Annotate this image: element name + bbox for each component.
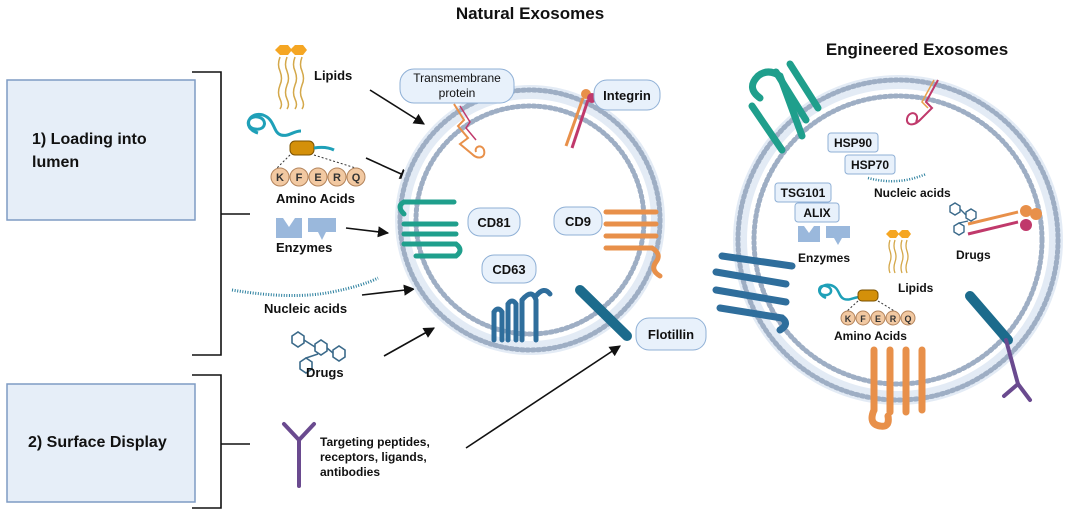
tsg101-label-box: TSG101 — [774, 182, 832, 203]
engineered-exosomes-title: Engineered Exosomes — [826, 40, 1008, 59]
arrow-lipids — [369, 89, 425, 125]
loading-bracket — [192, 71, 250, 356]
integrin-protein — [564, 89, 597, 149]
transmembrane-label-line2: protein — [439, 86, 476, 100]
engineered-flotillin — [965, 291, 1013, 345]
transmembrane-label-box: Transmembrane protein — [399, 68, 515, 104]
engineered-teal-protein — [748, 60, 822, 154]
integrin-label: Integrin — [603, 88, 651, 103]
loading-box — [6, 79, 196, 221]
amino-acids-label: Amino Acids — [276, 191, 355, 206]
cd81-label: CD81 — [477, 215, 510, 230]
amino-acid-chain: K F E R Q — [270, 167, 366, 187]
enzyme-icon — [276, 218, 336, 240]
drugs-label: Drugs — [306, 365, 344, 380]
alix-label: ALIX — [803, 206, 830, 220]
amino-letter: F — [860, 314, 866, 324]
tsg101-label: TSG101 — [781, 186, 826, 200]
amino-letter: R — [890, 314, 897, 324]
engineered-enzymes-label: Enzymes — [798, 251, 850, 265]
targeting-line-3: antibodies — [320, 465, 380, 479]
engineered-lipid-icon — [886, 230, 911, 274]
cd9-label: CD9 — [565, 214, 591, 229]
engineered-integrin — [967, 205, 1042, 236]
cd9-label-box: CD9 — [553, 206, 603, 236]
cargo-arrows — [345, 89, 621, 449]
targeting-antibody-icon — [282, 422, 316, 488]
lipid-icon — [275, 45, 307, 110]
enzymes-label: Enzymes — [276, 240, 332, 255]
engineered-amino-acid-chain: K F E R Q — [840, 310, 916, 326]
surface-bracket — [192, 374, 250, 509]
engineered-nucleic-acid-icon — [867, 172, 927, 183]
surface-display-box — [6, 383, 196, 503]
natural-exosome — [395, 85, 665, 355]
cd9-protein — [603, 209, 663, 279]
arrow-enzymes — [345, 226, 390, 238]
flotillin-protein — [575, 285, 632, 341]
arrow-amino-acids — [365, 157, 412, 179]
flotillin-label: Flotillin — [648, 327, 694, 342]
hsp90-label-box: HSP90 — [827, 132, 879, 153]
loading-label-line1: 1) Loading into — [32, 131, 147, 148]
amino-letter: E — [314, 172, 321, 184]
surface-display-label: 2) Surface Display — [28, 434, 167, 451]
natural-exosomes-title: Natural Exosomes — [456, 4, 604, 23]
amino-letter: K — [276, 172, 284, 184]
integrin-label-box: Integrin — [593, 79, 661, 111]
engineered-blue-protein — [712, 252, 796, 334]
flotillin-label-box: Flotillin — [635, 317, 707, 351]
engineered-nucleic-acids-label: Nucleic acids — [874, 186, 951, 200]
hsp70-label: HSP70 — [851, 158, 889, 172]
transmembrane-protein — [453, 103, 486, 159]
cd81-protein — [397, 199, 463, 259]
nucleic-acid-icon — [231, 276, 379, 298]
amino-letter: Q — [904, 314, 911, 324]
cd63-protein — [491, 288, 553, 343]
transmembrane-label-line1: Transmembrane — [413, 71, 501, 85]
protein-chain-icon — [246, 112, 363, 171]
lipids-label: Lipids — [314, 68, 352, 83]
transmembrane-protein-strand — [459, 105, 477, 141]
engineered-antibody-icon — [1002, 338, 1032, 402]
cd63-label-box: CD63 — [481, 254, 537, 284]
cd63-label: CD63 — [492, 262, 525, 277]
engineered-drug-icon — [949, 202, 977, 236]
hsp70-label-box: HSP70 — [844, 154, 896, 175]
amino-letter: Q — [352, 172, 361, 184]
amino-letter: K — [845, 314, 852, 324]
loading-label-line2: lumen — [32, 154, 79, 171]
engineered-drugs-label: Drugs — [956, 248, 991, 262]
targeting-line-1: Targeting peptides, — [320, 435, 430, 449]
targeting-line-2: receptors, ligands, — [320, 450, 427, 464]
arrow-nucleic-acids — [361, 284, 416, 296]
arrow-drugs — [383, 327, 435, 357]
engineered-enzyme-icon — [798, 226, 850, 245]
engineered-orange-protein — [868, 346, 926, 430]
engineered-transmembrane-protein — [906, 79, 939, 126]
arrow-targeting — [465, 345, 621, 449]
engineered-protein-strand — [921, 79, 935, 109]
nucleic-acids-label: Nucleic acids — [264, 301, 347, 316]
engineered-lipids-label: Lipids — [898, 281, 934, 295]
engineered-amino-acids-label: Amino Acids — [834, 329, 907, 343]
engineered-exosome — [733, 75, 1063, 405]
alix-label-box: ALIX — [794, 202, 840, 223]
cd81-label-box: CD81 — [467, 207, 521, 237]
drug-molecule-icon — [291, 331, 346, 374]
amino-letter: F — [296, 172, 303, 184]
amino-letter: R — [333, 172, 341, 184]
hsp90-label: HSP90 — [834, 136, 872, 150]
amino-letter: E — [875, 314, 881, 324]
engineered-protein-chain-icon — [818, 283, 897, 313]
